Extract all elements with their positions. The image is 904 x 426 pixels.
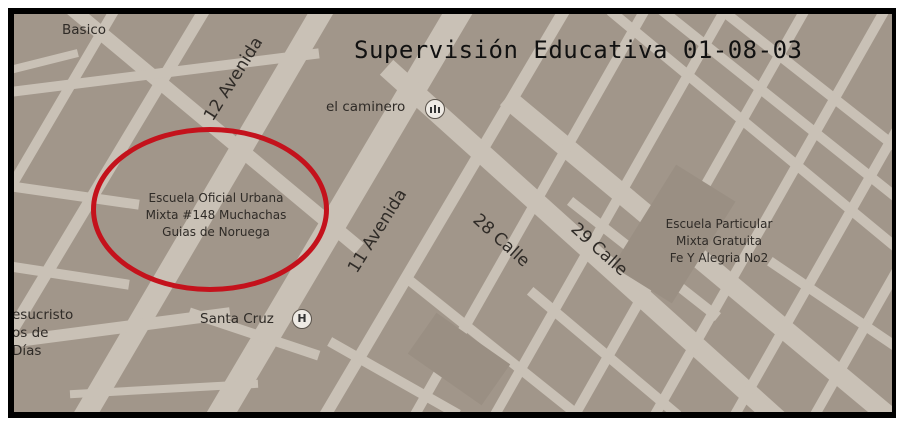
escuela-particular-line2: Mixta Gratuita: [676, 234, 762, 248]
escuela-particular-line3: Fe Y Alegria No2: [669, 251, 769, 265]
el-caminero-label[interactable]: el caminero: [326, 99, 406, 115]
calle-28-road: [379, 59, 785, 412]
partial-place-line3: Días: [14, 343, 42, 359]
partial-place-line1: esucristo: [14, 307, 74, 323]
partial-place-line2: os de: [14, 325, 49, 341]
escuela-particular-line1: Escuela Particular: [665, 217, 773, 231]
avenida-11-road: [206, 14, 473, 412]
street-layer: [14, 14, 892, 412]
map-view[interactable]: Supervisión Educativa 01-08-03 Basico el…: [14, 14, 892, 412]
partial-place-label: esucristo os de Días: [14, 306, 73, 360]
highlight-circle: [91, 127, 329, 292]
calle-29-road: [499, 89, 892, 412]
escuela-particular-label[interactable]: Escuela Particular Mixta Gratuita Fe Y A…: [644, 216, 794, 267]
map-title: Supervisión Educativa 01-08-03: [354, 36, 803, 64]
museum-icon[interactable]: [425, 99, 445, 119]
santa-cruz-label[interactable]: Santa Cruz: [200, 311, 274, 327]
basico-label: Basico: [62, 22, 107, 38]
hospital-icon[interactable]: H: [292, 309, 312, 329]
